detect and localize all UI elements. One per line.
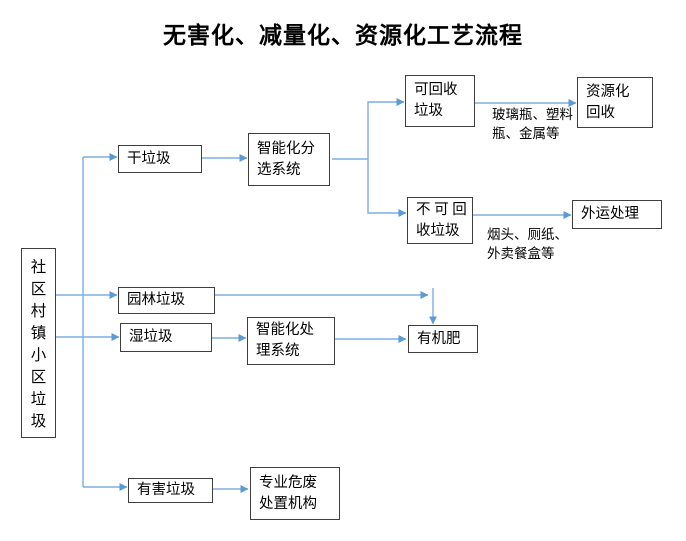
node-dry-waste: 干垃圾	[118, 145, 202, 173]
node-hazardous-waste: 有害垃圾	[128, 478, 213, 503]
diagram-title: 无害化、减量化、资源化工艺流程	[163, 23, 523, 48]
node-organic-fertilizer: 有机肥	[408, 325, 478, 353]
node-wet-waste: 湿垃圾	[120, 323, 212, 352]
edge-split-to-nonrecyclable	[367, 159, 407, 217]
edge-label-recyclable-examples: 玻璃瓶、塑料 瓶、金属等	[492, 107, 573, 141]
edge-label-non-recyclable-examples: 烟头、厕纸、 外卖餐盒等	[487, 227, 568, 261]
node-outbound-disposal: 外运处理	[572, 200, 662, 229]
node-disposal-agency: 专业危废 处置机构	[250, 467, 340, 520]
node-community-waste: 社 区 村 镇 小 区 垃 圾	[21, 248, 56, 438]
edge-split-to-recyclable	[367, 98, 405, 159]
node-resource-recovery: 资源化 回收	[577, 77, 653, 128]
node-non-recyclable-waste: 不 可 回 收垃圾	[407, 197, 473, 244]
node-recyclable-waste: 可回收 垃圾	[405, 75, 475, 127]
node-garden-waste: 园林垃圾	[118, 287, 215, 314]
node-sorting-system: 智能化分 选系统	[248, 133, 330, 186]
node-processing-system: 智能化处 理系统	[247, 317, 335, 365]
